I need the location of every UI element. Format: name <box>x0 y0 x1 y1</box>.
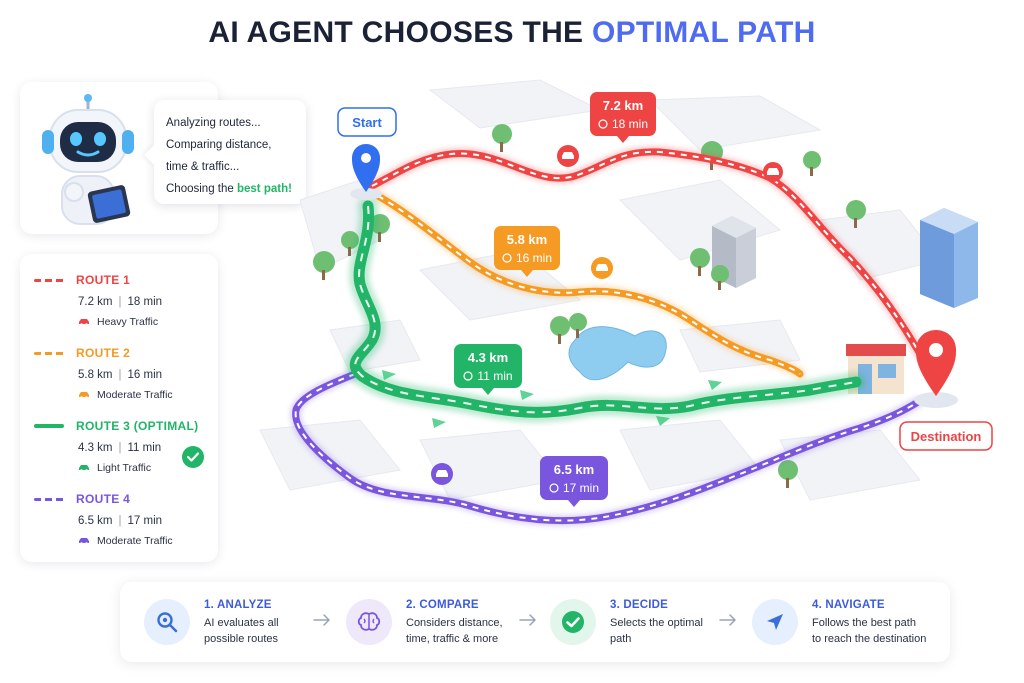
traffic-car-pin-red <box>557 145 579 167</box>
route-name: ROUTE 2 <box>76 346 131 360</box>
navigation-arrow-icon <box>752 599 798 645</box>
step-title: 3. DECIDE <box>610 599 669 611</box>
step-title: 1. ANALYZE <box>204 599 272 611</box>
route-traffic: Heavy Traffic <box>97 316 159 328</box>
route-1-badge: 7.2 km 18 min <box>590 92 656 143</box>
arrow-right-icon <box>519 614 537 626</box>
destination-location-pin-icon <box>914 330 958 408</box>
check-circle-icon <box>182 446 204 468</box>
route-distance: 7.2 km <box>78 296 113 308</box>
car-icon <box>79 538 89 545</box>
step-desc: Considers distance, <box>406 617 503 629</box>
route-3-path <box>345 196 866 423</box>
page-title: AI AGENT CHOOSES THE OPTIMAL PATH <box>0 16 1024 50</box>
route-2-path <box>373 191 805 379</box>
route-time: 16 min <box>127 369 163 381</box>
route-distance: 5.8 km <box>78 369 113 381</box>
route-distance: 6.5 km <box>78 515 113 527</box>
car-icon <box>79 465 89 472</box>
route-2-line-sample <box>34 351 64 355</box>
traffic-car-pin-red <box>763 162 783 182</box>
arrow-right-icon <box>313 614 331 626</box>
title-highlight: OPTIMAL PATH <box>591 16 816 49</box>
robot-icon <box>42 94 134 225</box>
route-4-line-sample <box>34 497 64 501</box>
traffic-car-pin-orange <box>591 257 613 279</box>
route-distance: 4.3 km <box>78 442 113 454</box>
step-navigate: 4. NAVIGATE Follows the best path to rea… <box>752 582 962 662</box>
badge-distance: 5.8 km <box>507 232 547 247</box>
step-desc: Selects the optimal <box>610 617 703 629</box>
step-desc: to reach the destination <box>812 633 927 645</box>
badge-time: 11 min <box>477 369 512 383</box>
direction-arrows <box>382 370 722 428</box>
badge-time: 17 min <box>563 481 599 495</box>
step-title: 2. COMPARE <box>406 599 479 611</box>
step-desc: AI evaluates all <box>204 617 279 629</box>
badge-distance: 4.3 km <box>468 350 508 365</box>
route-3-line-sample <box>34 424 64 428</box>
arrow-right-icon <box>719 614 737 626</box>
step-title: 4. NAVIGATE <box>812 599 885 611</box>
legend-route-1: ROUTE 1 7.2 km|18 min Heavy Traffic <box>34 272 210 328</box>
title-prefix: AI AGENT CHOOSES THE <box>208 16 584 49</box>
check-icon <box>550 599 596 645</box>
route-3-badge: 4.3 km 11 min <box>454 344 522 395</box>
clock-icon <box>549 483 559 493</box>
step-desc: path <box>610 633 632 645</box>
route-traffic: Moderate Traffic <box>97 535 173 547</box>
route-name: ROUTE 3 (OPTIMAL) <box>76 419 199 433</box>
route-traffic: Moderate Traffic <box>97 389 173 401</box>
step-compare: 2. COMPARE Considers distance, time, tra… <box>346 582 534 662</box>
legend-route-2: ROUTE 2 5.8 km|16 min Moderate Traffic <box>34 345 210 401</box>
step-analyze: 1. ANALYZE AI evaluates all possible rou… <box>144 582 332 662</box>
route-legend: ROUTE 1 7.2 km|18 min Heavy Traffic ROUT… <box>20 254 218 562</box>
bubble-line: Analyzing routes... <box>166 117 261 129</box>
clock-icon <box>598 119 608 129</box>
step-desc: time, traffic & more <box>406 633 499 645</box>
route-1-line-sample <box>34 278 64 282</box>
legend-route-4: ROUTE 4 6.5 km|17 min Moderate Traffic <box>34 491 210 547</box>
route-time: 11 min <box>127 442 162 454</box>
step-decide: 3. DECIDE Selects the optimal path <box>550 582 738 662</box>
start-label-text: Start <box>352 115 382 130</box>
clock-icon <box>502 253 512 263</box>
step-desc: Follows the best path <box>812 617 916 629</box>
route-1-path <box>367 146 925 359</box>
destination-label: Destination <box>899 421 993 451</box>
badge-distance: 6.5 km <box>554 462 594 477</box>
badge-time: 18 min <box>612 117 648 131</box>
badge-distance: 7.2 km <box>603 98 643 113</box>
brain-icon <box>346 599 392 645</box>
clock-icon <box>463 371 473 381</box>
route-map: Start Destination 7.2 km 18 min 5.8 km 1… <box>259 79 993 526</box>
route-time: 18 min <box>127 296 163 308</box>
route-name: ROUTE 4 <box>76 492 131 506</box>
badge-time: 16 min <box>516 251 552 265</box>
start-label: Start <box>337 107 397 137</box>
lake <box>568 326 667 381</box>
route-time: 17 min <box>127 515 163 527</box>
bubble-line: Choosing the best path! <box>166 183 292 195</box>
route-traffic: Light Traffic <box>97 462 152 474</box>
robot-speech-bubble: Analyzing routes... Comparing distance, … <box>154 100 306 204</box>
bubble-line: time & traffic... <box>166 161 240 173</box>
bubble-line: Comparing distance, <box>166 139 272 151</box>
route-name: ROUTE 1 <box>76 273 131 287</box>
car-icon <box>79 392 89 399</box>
start-location-pin-icon <box>350 144 382 200</box>
process-steps-bar: 1. ANALYZE AI evaluates all possible rou… <box>120 582 950 662</box>
route-2-badge: 5.8 km 16 min <box>494 226 560 277</box>
magnifier-icon <box>144 599 190 645</box>
skyscraper-icon <box>920 208 978 308</box>
legend-route-3: ROUTE 3 (OPTIMAL) 4.3 km|11 min Light Tr… <box>34 418 210 474</box>
route-4-path <box>290 369 923 526</box>
route-4-badge: 6.5 km 17 min <box>540 456 608 507</box>
step-desc: possible routes <box>204 633 278 645</box>
car-icon <box>79 319 89 326</box>
destination-label-text: Destination <box>911 429 982 444</box>
traffic-car-pin-purple <box>431 463 453 485</box>
